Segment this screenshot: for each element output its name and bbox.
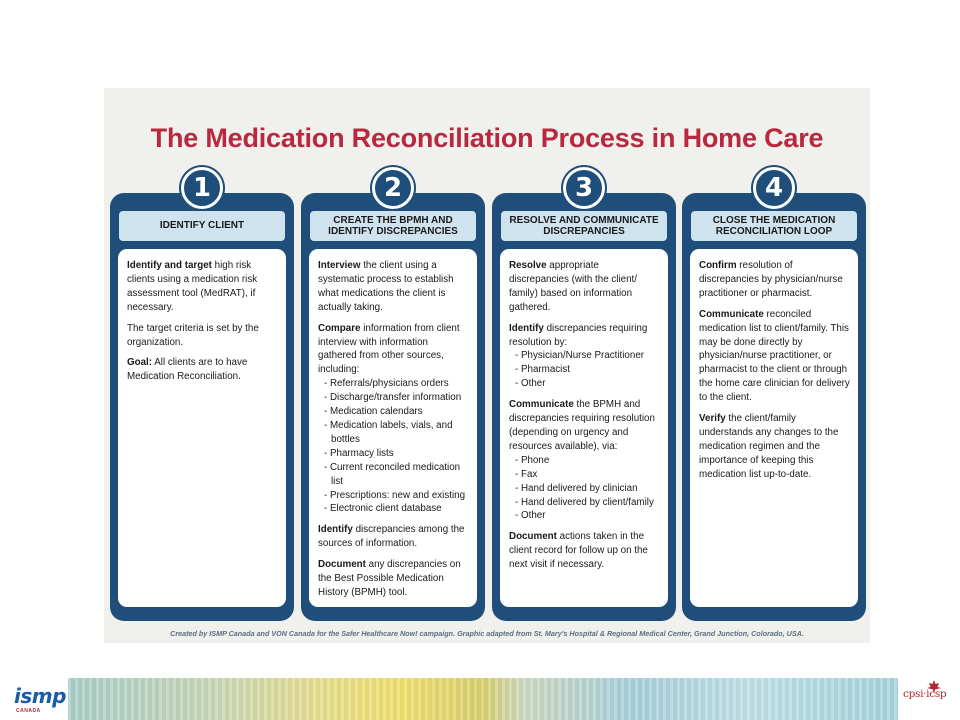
list-item: - Current reconciled medication list — [324, 461, 461, 487]
list-item: - Fax — [515, 468, 538, 480]
step-paragraph: Document actions taken in the client rec… — [509, 531, 648, 571]
step-paragraph: Identify discrepancies among the sources… — [318, 524, 465, 550]
step-card: Interview the client using a systematic … — [309, 249, 477, 607]
step-paragraph: Identify and target high risk clients us… — [127, 260, 258, 313]
cpsi-logo: cpsi·icsp — [903, 688, 947, 700]
bullet-list: - Phone - Fax - Hand delivered by clinic… — [509, 454, 660, 524]
maple-leaf-icon — [927, 680, 941, 692]
list-item: - Pharmacist — [515, 364, 570, 376]
step-heading: RESOLVE AND COMMUNICATE DISCREPANCIES — [501, 211, 667, 241]
step-paragraph: Interview the client using a systematic … — [318, 260, 454, 313]
step-card: Resolve appropriate discrepancies (with … — [500, 249, 668, 607]
step-number-badge: 4 — [753, 167, 795, 209]
step-paragraph: Compare information from client intervie… — [318, 322, 460, 376]
step-paragraph: Identify discrepancies requiring resolut… — [509, 322, 648, 348]
ismp-logo: ismp — [14, 684, 66, 708]
step-paragraph: Communicate reconciled medication list t… — [699, 308, 850, 404]
list-item: - Medication calendars — [324, 406, 423, 418]
list-item: - Physician/Nurse Practitioner — [515, 350, 645, 362]
step-paragraph: Communicate the BPMH and discrepancies r… — [509, 399, 655, 452]
step-column-2: 2 CREATE THE BPMH AND IDENTIFY DISCREPAN… — [301, 167, 485, 621]
list-item: - Discharge/transfer information — [324, 392, 462, 404]
bullet-list: - Referrals/physicians orders - Discharg… — [318, 377, 469, 516]
step-number-badge: 1 — [181, 167, 223, 209]
step-paragraph: Document any discrepancies on the Best P… — [318, 559, 461, 598]
step-column-1: 1 IDENTIFY CLIENT Identify and target hi… — [110, 167, 294, 621]
page-title: The Medication Reconciliation Process in… — [150, 123, 824, 153]
list-item: - Pharmacy lists — [324, 447, 394, 459]
step-card: Confirm resolution of discrepancies by p… — [690, 249, 858, 607]
step-column-4: 4 CLOSE THE MEDICATION RECONCILIATION LO… — [682, 167, 866, 621]
step-heading: CLOSE THE MEDICATION RECONCILIATION LOOP — [691, 211, 857, 241]
list-item: - Other — [515, 510, 546, 522]
step-heading: CREATE THE BPMH AND IDENTIFY DISCREPANCI… — [310, 211, 476, 241]
step-column-3: 3 RESOLVE AND COMMUNICATE DISCREPANCIES … — [492, 167, 676, 621]
step-paragraph: Goal: All clients are to have Medication… — [127, 357, 248, 383]
list-item: - Other — [515, 378, 546, 390]
list-item: - Phone — [515, 454, 550, 466]
step-paragraph: Verify the client/family understands any… — [699, 413, 839, 480]
list-item: - Hand delivered by clinician — [515, 482, 638, 494]
list-item: - Medication labels, vials, and bottles — [324, 419, 453, 445]
list-item: - Referrals/physicians orders — [324, 378, 449, 390]
bullet-list: - Physician/Nurse Practitioner - Pharmac… — [509, 349, 660, 391]
step-card: Identify and target high risk clients us… — [118, 249, 286, 607]
step-paragraph: Confirm resolution of discrepancies by p… — [699, 260, 843, 299]
list-item: - Hand delivered by client/family — [515, 496, 654, 508]
ismp-logo-subtitle: CANADA — [16, 708, 41, 714]
infographic-panel: The Medication Reconciliation Process in… — [104, 88, 870, 643]
credit-line: Created by ISMP Canada and VON Canada fo… — [170, 629, 804, 638]
list-item: - Prescriptions: new and existing — [324, 489, 466, 501]
list-item: - Electronic client database — [324, 503, 442, 515]
step-paragraph: The target criteria is set by the organi… — [127, 322, 259, 348]
step-number-badge: 3 — [563, 167, 605, 209]
step-heading: IDENTIFY CLIENT — [119, 211, 285, 241]
step-number-badge: 2 — [372, 167, 414, 209]
decorative-footer-band — [68, 678, 898, 720]
step-paragraph: Resolve appropriate discrepancies (with … — [509, 260, 637, 313]
